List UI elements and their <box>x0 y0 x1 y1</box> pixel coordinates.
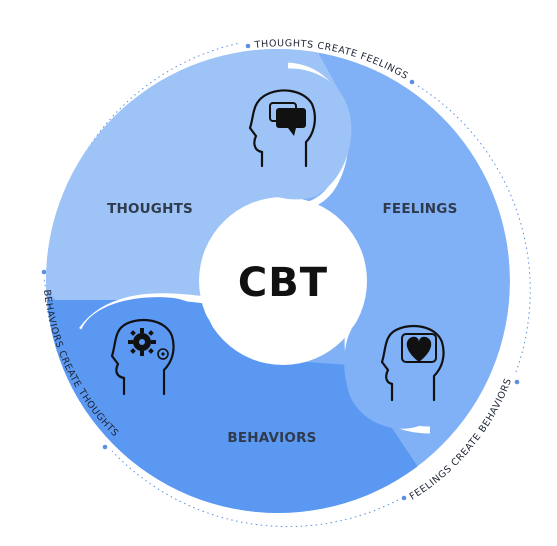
thoughts-label: THOUGHTS <box>107 201 193 217</box>
center-label: CBT <box>238 260 328 306</box>
behaviors-lobe <box>79 297 216 403</box>
heart-head-icon <box>380 324 445 402</box>
gears-head-icon <box>110 318 175 396</box>
speech-bubble-head-icon <box>248 89 316 168</box>
cycle-dots <box>41 43 520 501</box>
feelings-label: FEELINGS <box>383 201 458 217</box>
feelings-lobe <box>344 306 456 429</box>
center-disc <box>199 197 367 365</box>
behaviors-label: BEHAVIORS <box>227 430 316 446</box>
thoughts-lobe <box>225 68 352 200</box>
